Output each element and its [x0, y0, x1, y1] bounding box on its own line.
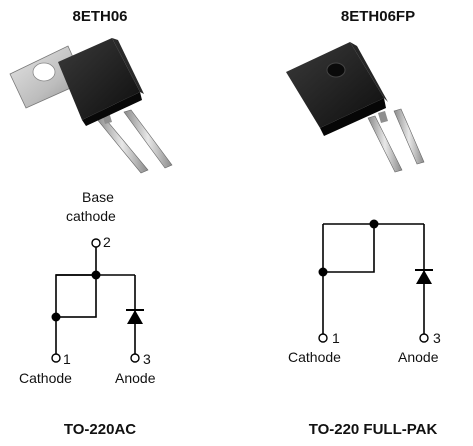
- right-diode-symbol: [415, 269, 433, 284]
- to220-fullpak-package-image: [286, 42, 425, 173]
- to220ac-package-image: [9, 38, 173, 174]
- left-part-number: 8ETH06: [72, 8, 128, 25]
- left-pin3-number: 3: [143, 351, 151, 367]
- right-schematic: [322, 223, 425, 334]
- left-base-label-line2: cathode: [66, 208, 116, 224]
- right-pin1-name: Cathode: [288, 349, 341, 365]
- right-pin1-terminal: [318, 333, 328, 343]
- left-diode-symbol: [126, 309, 144, 324]
- right-pin3-terminal: [419, 333, 429, 343]
- right-pin1-number: 1: [332, 330, 340, 346]
- left-pin3-terminal: [130, 353, 140, 363]
- left-pin2-number: 2: [103, 234, 111, 250]
- right-pin3-name: Anode: [398, 349, 439, 365]
- left-junction-top: [91, 270, 101, 280]
- right-part-number: 8ETH06FP: [340, 8, 416, 25]
- right-junction-top: [369, 219, 379, 229]
- left-junction-bottom: [51, 312, 61, 322]
- right-package-name: TO-220 FULL-PAK: [308, 421, 438, 438]
- left-base-label-line1: Base: [82, 189, 114, 205]
- left-pin1-name: Cathode: [19, 370, 72, 386]
- left-schematic: [55, 247, 136, 354]
- right-junction-left: [318, 267, 328, 277]
- left-pin2-terminal: [91, 238, 101, 248]
- left-package-name: TO-220AC: [63, 421, 137, 438]
- left-pin3-name: Anode: [115, 370, 156, 386]
- right-pin3-number: 3: [433, 330, 441, 346]
- left-pin1-number: 1: [63, 351, 71, 367]
- left-pin1-terminal: [51, 353, 61, 363]
